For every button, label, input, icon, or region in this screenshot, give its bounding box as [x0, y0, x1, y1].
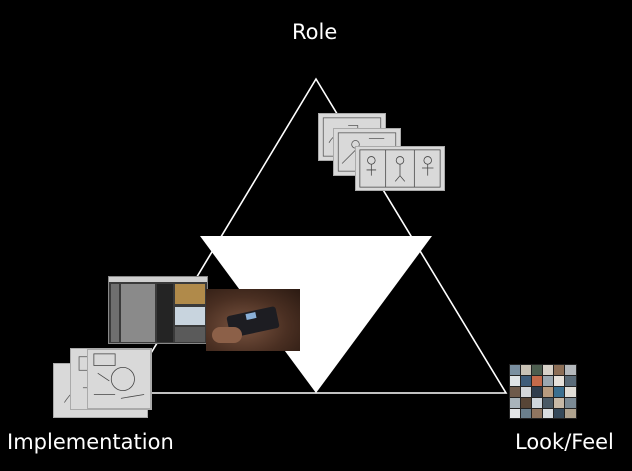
implementation-sketch-3	[87, 349, 151, 409]
storyboard-sketch-3	[355, 146, 445, 191]
implementation-device-photo	[206, 289, 300, 351]
look-feel-label: Look/Feel	[515, 430, 614, 454]
implementation-label: Implementation	[7, 430, 174, 454]
implementation-software-screenshot	[108, 276, 208, 344]
look-feel-photo-collage	[509, 364, 577, 419]
role-label: Role	[292, 20, 338, 44]
inner-inverted-triangle	[200, 236, 432, 393]
